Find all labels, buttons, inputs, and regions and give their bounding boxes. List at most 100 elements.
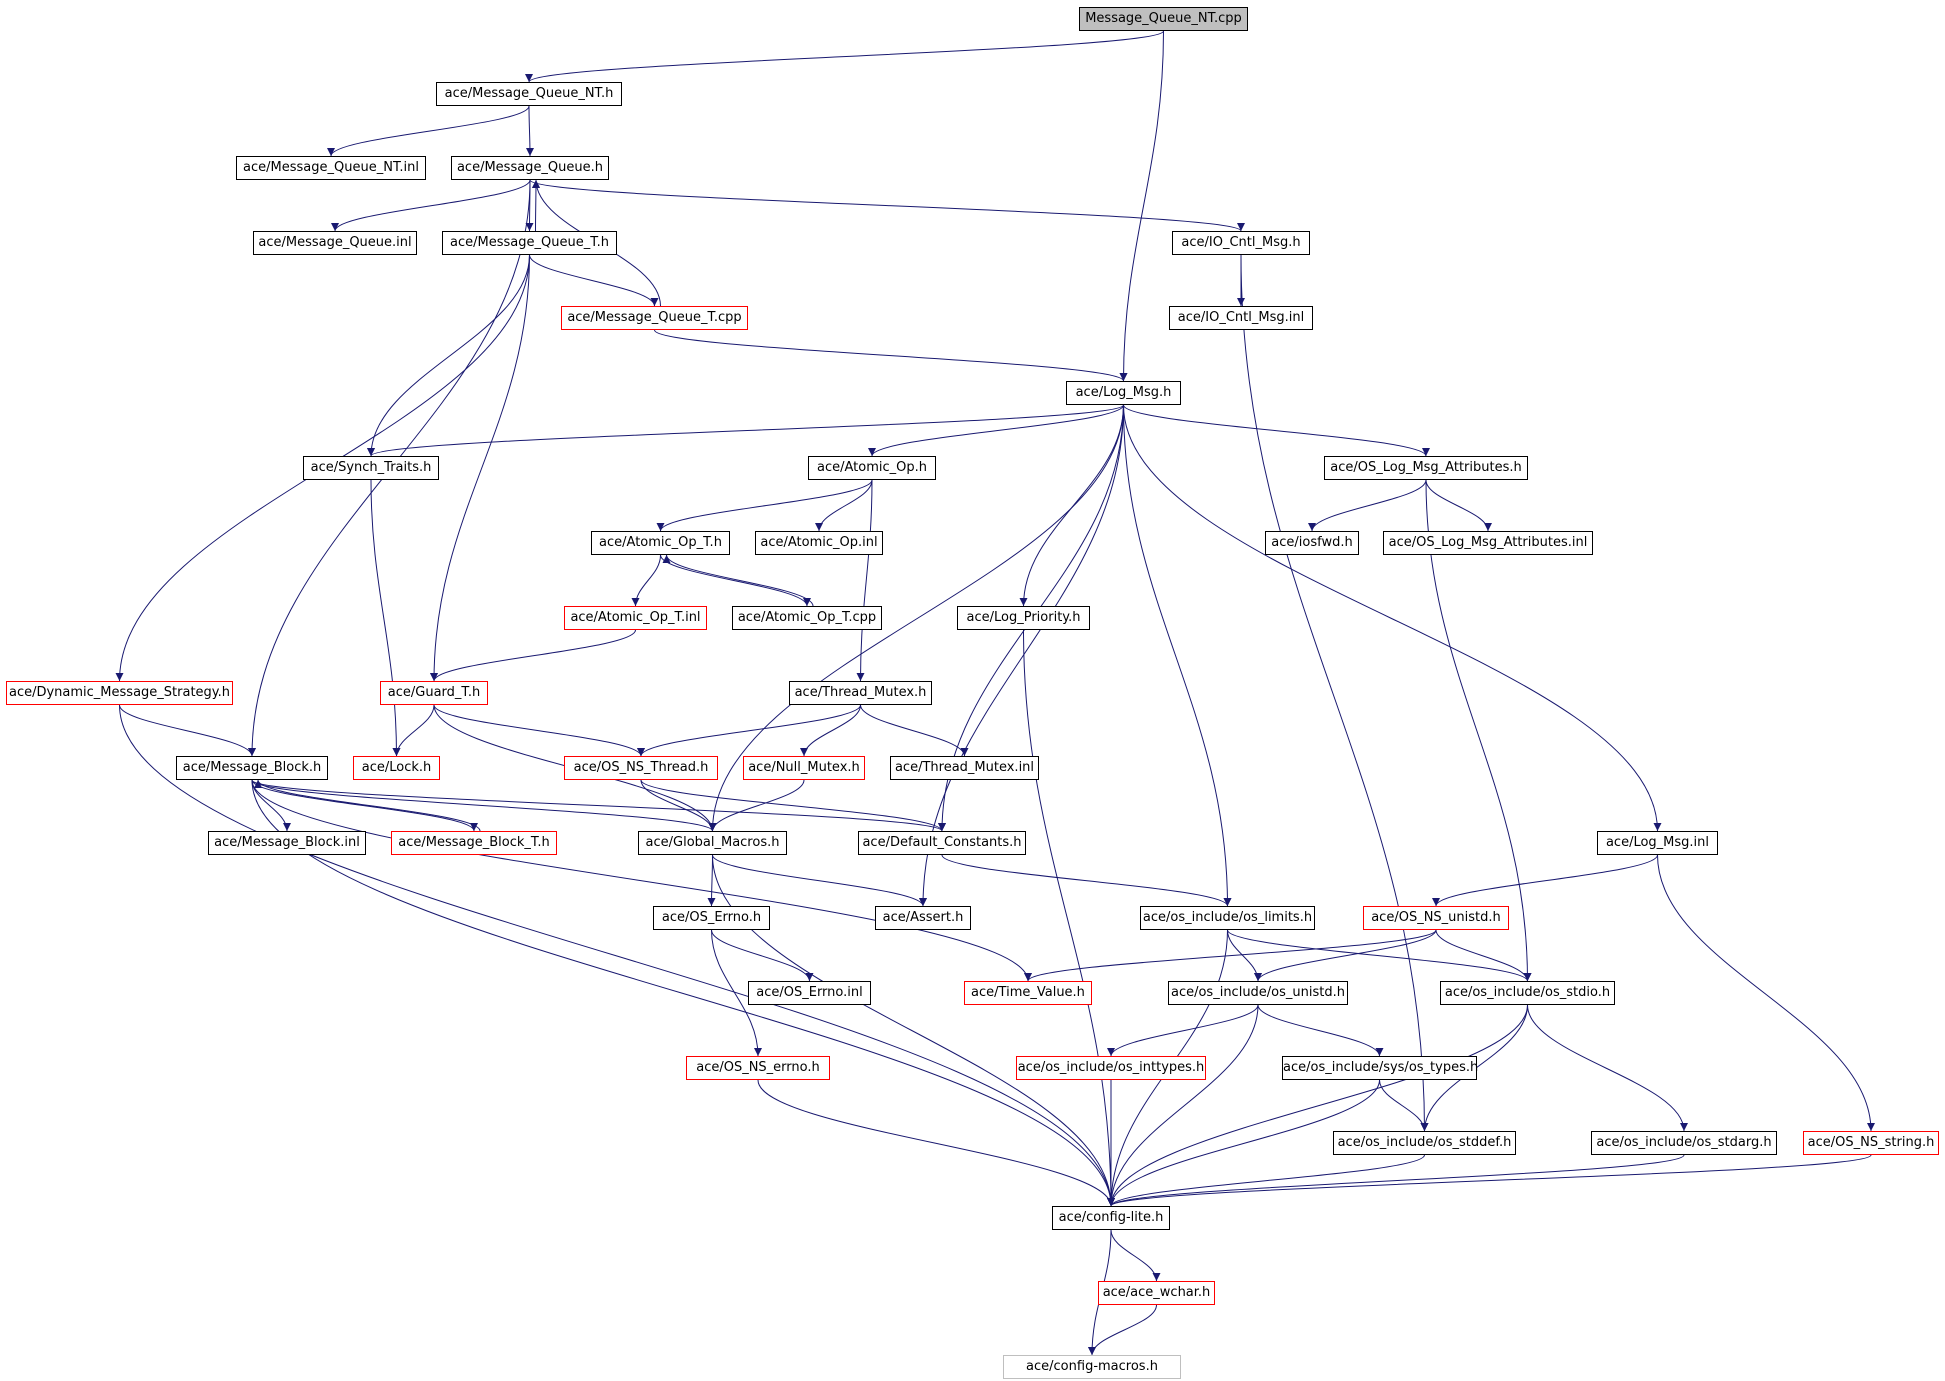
node-os-inttypes-h[interactable]: ace/os_include/os_inttypes.h [1016,1056,1206,1080]
node-os-stdio-h[interactable]: ace/os_include/os_stdio.h [1440,981,1615,1005]
edge-atomic_op_t_inl-to-guard_t [430,629,636,682]
edge-os_ns_unistd-to-os_stdio [1435,929,1532,982]
edge-atomic_op_h-to-atomic_op_inl [815,479,873,532]
edge-io_cntl_h-to-os_stddef [1240,254,1429,1132]
node-os-types-h[interactable]: ace/os_include/sys/os_types.h [1282,1056,1478,1080]
edge-thread_mutex_h-to-os_ns_thread [637,704,861,757]
edge-os_limits-to-os_stdio [1227,929,1532,982]
node-os-limits-h[interactable]: ace/os_include/os_limits.h [1140,906,1315,930]
edge-os_stdio-to-os_stdarg [1527,1004,1688,1132]
node-thread-mutex-inl[interactable]: ace/Thread_Mutex.inl [890,756,1039,780]
node-message-queue-h[interactable]: ace/Message_Queue.h [451,156,609,180]
edge-atomic_op_h-to-atomic_op_t_h [656,479,873,532]
edge-log_msg_h-to-atomic_op_h [868,404,1124,457]
node-os-stddef-h[interactable]: ace/os_include/os_stddef.h [1333,1131,1516,1155]
node-atomic-op-h[interactable]: ace/Atomic_Op.h [808,456,936,480]
node-log-msg-inl[interactable]: ace/Log_Msg.inl [1597,831,1718,855]
node-message-queue-t-h[interactable]: ace/Message_Queue_T.h [442,231,617,255]
edge-os_ns_unistd-to-time_value [1024,929,1437,982]
node-dynamic-message-strategy-h[interactable]: ace/Dynamic_Message_Strategy.h [6,681,233,705]
node-guard-t-h[interactable]: ace/Guard_T.h [380,681,488,705]
edge-atomic_op_t_h-to-atomic_op_t_cpp [660,554,811,607]
node-message-block-t-h[interactable]: ace/Message_Block_T.h [391,831,557,855]
node-atomic-op-t-cpp[interactable]: ace/Atomic_Op_T.cpp [732,606,882,630]
node-atomic-op-t-h[interactable]: ace/Atomic_Op_T.h [591,531,730,555]
edge-os_stdio-to-config_lite [1107,1004,1528,1207]
edge-os_unistd-to-os_types [1257,1004,1384,1057]
edge-os_log_attr_h-to-os_log_attr_inl [1425,479,1492,532]
edge-global_macros-to-os_errno_h [707,854,716,907]
node-time-value-h[interactable]: ace/Time_Value.h [964,981,1092,1005]
node-io-cntl-msg-inl[interactable]: ace/IO_Cntl_Msg.inl [1169,306,1313,330]
edge-os_ns_unistd-to-os_unistd [1254,929,1437,982]
edge-dyn_msg_strat-to-config_lite [119,704,1115,1207]
edge-msg_block_h-to-msg_block_t [251,779,478,832]
node-message-block-inl[interactable]: ace/Message_Block.inl [208,831,366,855]
edge-global_macros-to-assert_h [712,854,927,907]
node-synch-traits-h[interactable]: ace/Synch_Traits.h [303,456,439,480]
node-thread-mutex-h[interactable]: ace/Thread_Mutex.h [789,681,932,705]
node-config-lite-h[interactable]: ace/config-lite.h [1052,1206,1170,1230]
edge-mq_h-to-mq_inl [331,179,531,232]
edge-log_msg_h-to-synch_traits [367,404,1124,457]
edge-os_types-to-config_lite [1107,1079,1380,1207]
node-null-mutex-h[interactable]: ace/Null_Mutex.h [743,756,865,780]
node-default-constants-h[interactable]: ace/Default_Constants.h [858,831,1026,855]
edge-os_log_attr_h-to-os_stdio [1425,479,1532,982]
edge-null_mutex-to-global_macros [708,779,805,832]
node-os-log-msg-attributes-h[interactable]: ace/OS_Log_Msg_Attributes.h [1324,456,1528,480]
node-os-stdarg-h[interactable]: ace/os_include/os_stdarg.h [1591,1131,1777,1155]
node-message-queue-nt-inl[interactable]: ace/Message_Queue_NT.inl [236,156,426,180]
node-assert-h[interactable]: ace/Assert.h [875,906,971,930]
node-log-msg-h[interactable]: ace/Log_Msg.h [1066,381,1181,405]
node-lock-h[interactable]: ace/Lock.h [353,756,440,780]
node-atomic-op-t-inl[interactable]: ace/Atomic_Op_T.inl [564,606,707,630]
node-message-block-h[interactable]: ace/Message_Block.h [176,756,328,780]
edge-os_stdarg-to-config_lite [1107,1154,1685,1207]
node-os-ns-unistd-h[interactable]: ace/OS_NS_unistd.h [1363,906,1509,930]
edge-os_ns_thread-to-global_macros [640,779,717,832]
edge-mq_nt_h-to-mq_nt_inl [327,105,530,157]
edge-log_msg_h-to-global_macros [708,404,1124,832]
edge-root-to-log_msg_h [1119,30,1164,382]
node-message-queue-t-cpp[interactable]: ace/Message_Queue_T.cpp [561,306,748,330]
edge-config_lite-to-ace_wchar [1110,1229,1161,1282]
edge-msg_block_t-to-msg_block_h [254,779,481,832]
node-message-queue-inl[interactable]: ace/Message_Queue.inl [253,231,417,255]
node-os-errno-inl[interactable]: ace/OS_Errno.inl [748,981,871,1005]
edge-os_errno_h-to-os_errno_inl [711,929,814,982]
edge-log_msg_h-to-os_limits [1123,404,1232,907]
edge-mq_h-to-io_cntl_h [529,179,1245,232]
edge-atomic_op_h-to-thread_mutex_h [856,479,873,682]
edge-dyn_msg_strat-to-msg_block_h [119,704,256,757]
node-message-queue-nt-h[interactable]: ace/Message_Queue_NT.h [436,82,622,106]
edge-os_ns_thread-to-default_consts [640,779,946,832]
node-os-ns-thread-h[interactable]: ace/OS_NS_Thread.h [564,756,718,780]
edge-guard_t-to-lock_h [392,704,435,757]
edge-os_ns_errno-to-config_lite [757,1079,1115,1207]
node-os-ns-string-h[interactable]: ace/OS_NS_string.h [1803,1131,1939,1155]
edge-thread_mutex_h-to-null_mutex [800,704,861,757]
edge-root-to-mq_nt_h [525,30,1164,83]
node-os-errno-h[interactable]: ace/OS_Errno.h [653,906,770,930]
edge-ace_wchar-to-config_macros [1088,1304,1157,1356]
edge-msg_block_h-to-global_macros [251,779,717,832]
edge-mq_t_h-to-synch_traits [367,254,530,457]
edge-os_log_attr_h-to-iosfwd [1308,479,1427,532]
edge-atomic_op_t_h-to-atomic_op_t_inl [631,554,661,607]
node-message-queue-nt-cpp[interactable]: Message_Queue_NT.cpp [1079,7,1248,31]
node-io-cntl-msg-h[interactable]: ace/IO_Cntl_Msg.h [1172,231,1310,255]
node-config-macros-h[interactable]: ace/config-macros.h [1003,1355,1181,1379]
node-log-priority-h[interactable]: ace/Log_Priority.h [957,606,1090,630]
edge-log_msg_inl-to-os_ns_string [1657,854,1875,1132]
node-os-log-msg-attributes-inl[interactable]: ace/OS_Log_Msg_Attributes.inl [1383,531,1593,555]
node-iosfwd-h[interactable]: ace/iosfwd.h [1265,531,1359,555]
node-os-unistd-h[interactable]: ace/os_include/os_unistd.h [1168,981,1348,1005]
node-global-macros-h[interactable]: ace/Global_Macros.h [638,831,787,855]
node-ace-wchar-h[interactable]: ace/ace_wchar.h [1098,1281,1215,1305]
node-atomic-op-inl[interactable]: ace/Atomic_Op.inl [755,531,883,555]
edge-os_types-to-os_stddef [1379,1079,1429,1132]
node-os-ns-errno-h[interactable]: ace/OS_NS_errno.h [686,1056,830,1080]
